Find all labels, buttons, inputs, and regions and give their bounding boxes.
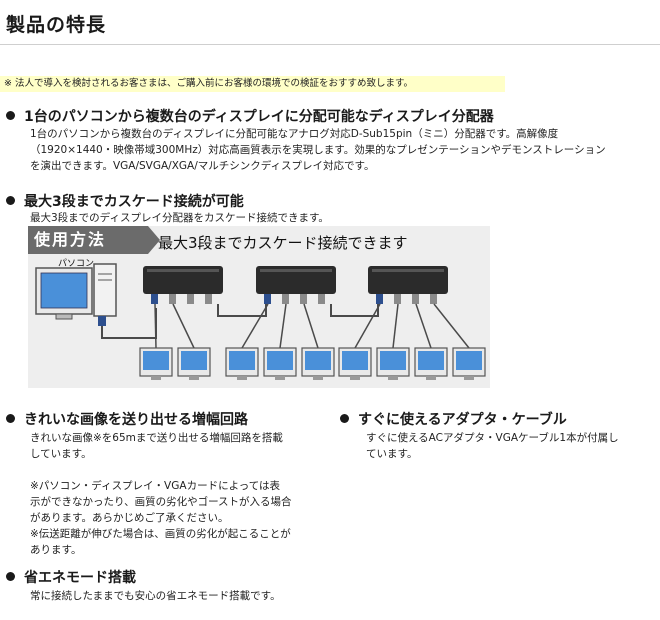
- feature-line: があります。あらかじめご了承ください。: [30, 512, 229, 524]
- display-screen: [229, 351, 255, 370]
- feature-heading-text: 最大3段までカスケード接続が可能: [24, 194, 244, 210]
- splitter-port: [376, 294, 383, 304]
- splitter-port: [318, 294, 325, 304]
- splitter-port: [264, 294, 271, 304]
- feature-line: ※パソコン・ディスプレイ・VGAカードによっては表: [30, 480, 281, 492]
- notice-banner: ※ 法人で導入を検討されるお客さまは、ご購入前にお客様の環境での検証をおすすめ致…: [0, 76, 505, 92]
- display-stand: [275, 376, 285, 380]
- splitter-port: [282, 294, 289, 304]
- feature-line: （1920×1440・映像帯域300MHz）対応高画質表示を実現します。効果的な…: [30, 144, 606, 156]
- splitter-port: [169, 294, 176, 304]
- bullet-icon: [6, 196, 15, 205]
- display-stand: [313, 376, 323, 380]
- display-stand: [426, 376, 436, 380]
- feature-body-amplifier: きれいな画像※を65mまで送り出せる増幅回路を搭載 しています。 ※パソコン・デ…: [30, 430, 292, 558]
- display-stand: [464, 376, 474, 380]
- feature-line: を演出できます。VGA/SVGA/XGA/マルチシンクディスプレイ対応です。: [30, 160, 375, 172]
- feature-heading-adapter: すぐに使えるアダプタ・ケーブル: [340, 409, 567, 429]
- display-screen: [380, 351, 406, 370]
- monitor-cable: [279, 303, 287, 349]
- cascade-diagram-graphic: [35, 263, 486, 380]
- pc-stand: [55, 313, 73, 320]
- display-screen: [456, 351, 482, 370]
- display-stand: [237, 376, 247, 380]
- feature-line: 1台のパソコンから複数台のディスプレイに分配可能なアナログ対応D-Sub15pi…: [30, 128, 559, 140]
- feature-line: 示ができなかったり、画質の劣化やゴーストが入る場合: [30, 496, 292, 508]
- display-screen: [143, 351, 169, 370]
- display-stand: [189, 376, 199, 380]
- monitor-cable: [241, 303, 269, 349]
- feature-body-adapter: すぐに使えるACアダプタ・VGAケーブル1本が付属し ています。: [366, 430, 619, 462]
- display-stand: [388, 376, 398, 380]
- splitter-port: [300, 294, 307, 304]
- display-screen: [418, 351, 444, 370]
- usage-badge: 使用方法: [28, 226, 148, 254]
- feature-heading-text: きれいな画像を送り出せる増幅回路: [24, 412, 248, 428]
- pc-vga-connector: [98, 316, 106, 326]
- monitor-cable: [303, 303, 319, 349]
- feature-body-distributor: 1台のパソコンから複数台のディスプレイに分配可能なアナログ対応D-Sub15pi…: [30, 126, 606, 174]
- feature-heading-text: 1台のパソコンから複数台のディスプレイに分配可能なディスプレイ分配器: [24, 109, 494, 125]
- bullet-icon: [6, 111, 15, 120]
- monitor-cable: [172, 303, 195, 349]
- splitter-highlight: [372, 269, 444, 272]
- monitor-cable: [354, 303, 381, 349]
- feature-body-eco: 常に接続したままでも安心の省エネモード搭載です。: [30, 588, 281, 604]
- feature-heading-text: 省エネモード搭載: [24, 570, 136, 586]
- feature-line: きれいな画像※を65mまで送り出せる増幅回路を搭載: [30, 432, 283, 444]
- pc-screen: [40, 272, 88, 309]
- monitor-cable: [415, 303, 432, 349]
- bullet-icon: [6, 572, 15, 581]
- monitor-cable: [154, 303, 157, 349]
- page-title: 製品の特長: [6, 14, 107, 36]
- pc-tower-icon: [93, 263, 117, 317]
- display-stand: [350, 376, 360, 380]
- splitter-port: [151, 294, 158, 304]
- feature-line: 最大3段までのディスプレイ分配器をカスケード接続できます。: [30, 212, 329, 224]
- title-divider: [0, 44, 660, 45]
- splitter-highlight: [147, 269, 219, 272]
- feature-body-cascade: 最大3段までのディスプレイ分配器をカスケード接続できます。: [30, 210, 329, 226]
- splitter-port: [412, 294, 419, 304]
- diagram-caption: 最大3段までカスケード接続できます: [158, 234, 408, 252]
- feature-line: あります。: [30, 544, 82, 556]
- splitter-unit: [256, 266, 336, 294]
- feature-heading-cascade: 最大3段までカスケード接続が可能: [6, 191, 244, 211]
- monitor-cable: [433, 303, 470, 349]
- display-screen: [181, 351, 207, 370]
- cascade-cable: [217, 304, 267, 317]
- feature-heading-eco: 省エネモード搭載: [6, 567, 136, 587]
- usage-diagram: 使用方法 最大3段までカスケード接続できます パソコン: [28, 226, 490, 388]
- splitter-unit: [368, 266, 448, 294]
- splitter-unit: [143, 266, 223, 294]
- feature-heading-text: すぐに使えるアダプタ・ケーブル: [358, 412, 567, 428]
- feature-line: しています。: [30, 448, 92, 460]
- display-screen: [267, 351, 293, 370]
- feature-heading-distributor: 1台のパソコンから複数台のディスプレイに分配可能なディスプレイ分配器: [6, 106, 494, 126]
- pc-label: パソコン: [58, 259, 95, 269]
- feature-line: すぐに使えるACアダプタ・VGAケーブル1本が付属し: [366, 432, 619, 444]
- notice-text: ※ 法人で導入を検討されるお客さまは、ご購入前にお客様の環境での検証をおすすめ致…: [4, 78, 414, 89]
- display-stand: [151, 376, 161, 380]
- display-screen: [305, 351, 331, 370]
- badge-arrow: [148, 226, 160, 254]
- display-screen: [342, 351, 368, 370]
- splitter-port: [187, 294, 194, 304]
- splitter-highlight: [260, 269, 332, 272]
- feature-line: ています。: [366, 448, 418, 460]
- bullet-icon: [340, 414, 349, 423]
- feature-line: ※伝送距離が伸びた場合は、画質の劣化が起こることが: [30, 528, 291, 540]
- feature-heading-amplifier: きれいな画像を送り出せる増幅回路: [6, 409, 248, 429]
- cascade-cable: [330, 304, 379, 317]
- bullet-icon: [6, 414, 15, 423]
- splitter-port: [394, 294, 401, 304]
- splitter-port: [205, 294, 212, 304]
- monitor-cable: [392, 303, 399, 349]
- feature-line: 常に接続したままでも安心の省エネモード搭載です。: [30, 590, 281, 602]
- feature-line: [30, 462, 292, 478]
- splitter-port: [430, 294, 437, 304]
